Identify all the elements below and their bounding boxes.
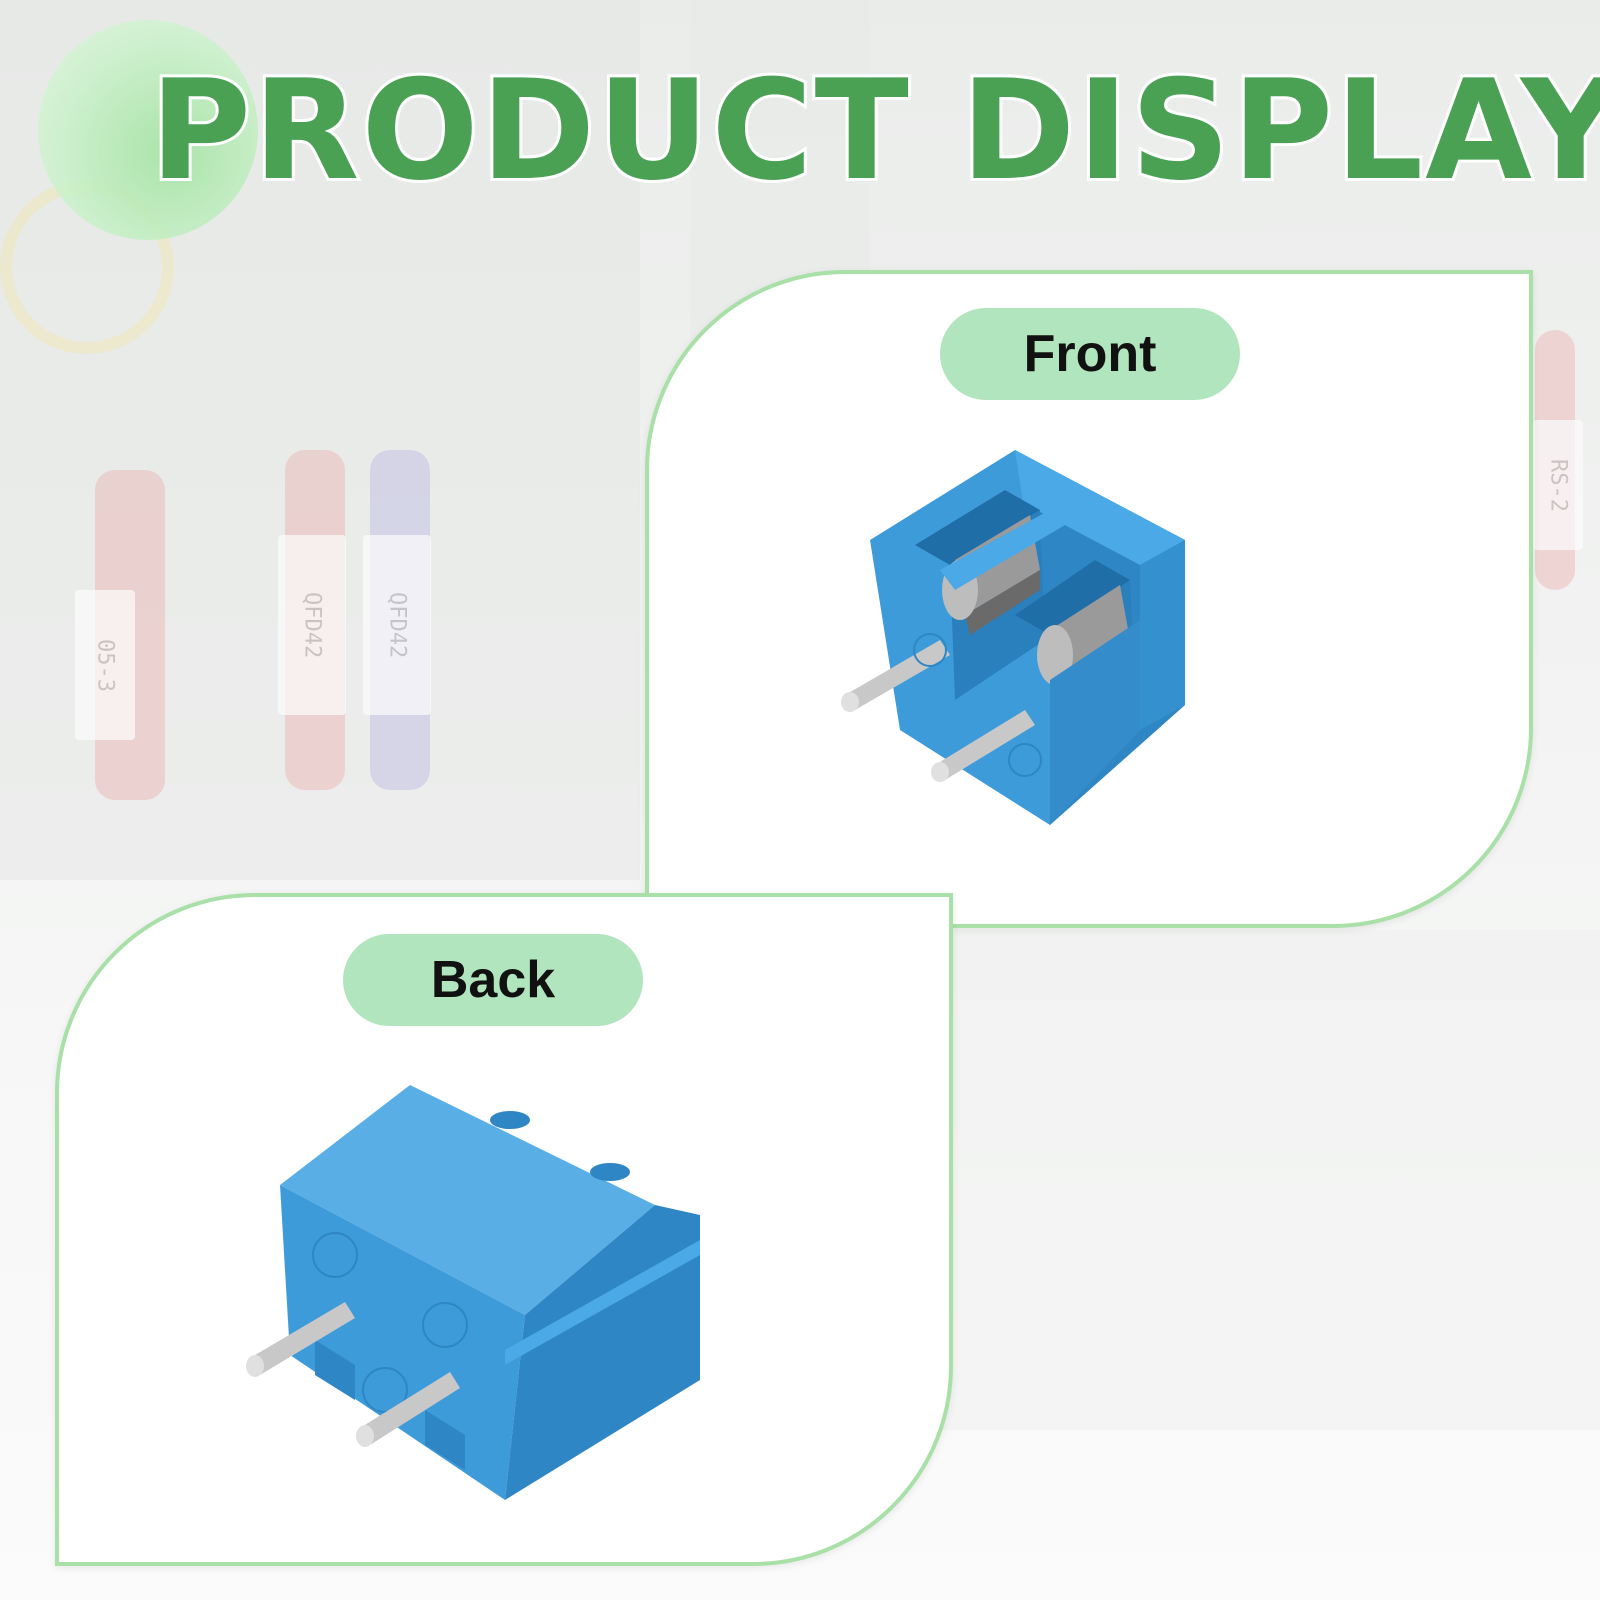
page-title: PRODUCT DISPLAY	[147, 50, 1600, 211]
front-label: Front	[940, 308, 1240, 400]
bg-wire-tag: QFD42	[278, 535, 346, 715]
terminal-block-front-image	[841, 450, 1185, 825]
bg-wire-tag: QFD42	[363, 535, 431, 715]
bg-wire-tag: 05-3	[75, 590, 135, 740]
back-label: Back	[343, 934, 643, 1026]
terminal-block-back-image	[246, 1085, 700, 1500]
bg-wire-tag: RS-2	[1533, 420, 1583, 550]
title-accent-circle	[38, 20, 258, 240]
bg-panel-bottom-right	[900, 930, 1600, 1430]
